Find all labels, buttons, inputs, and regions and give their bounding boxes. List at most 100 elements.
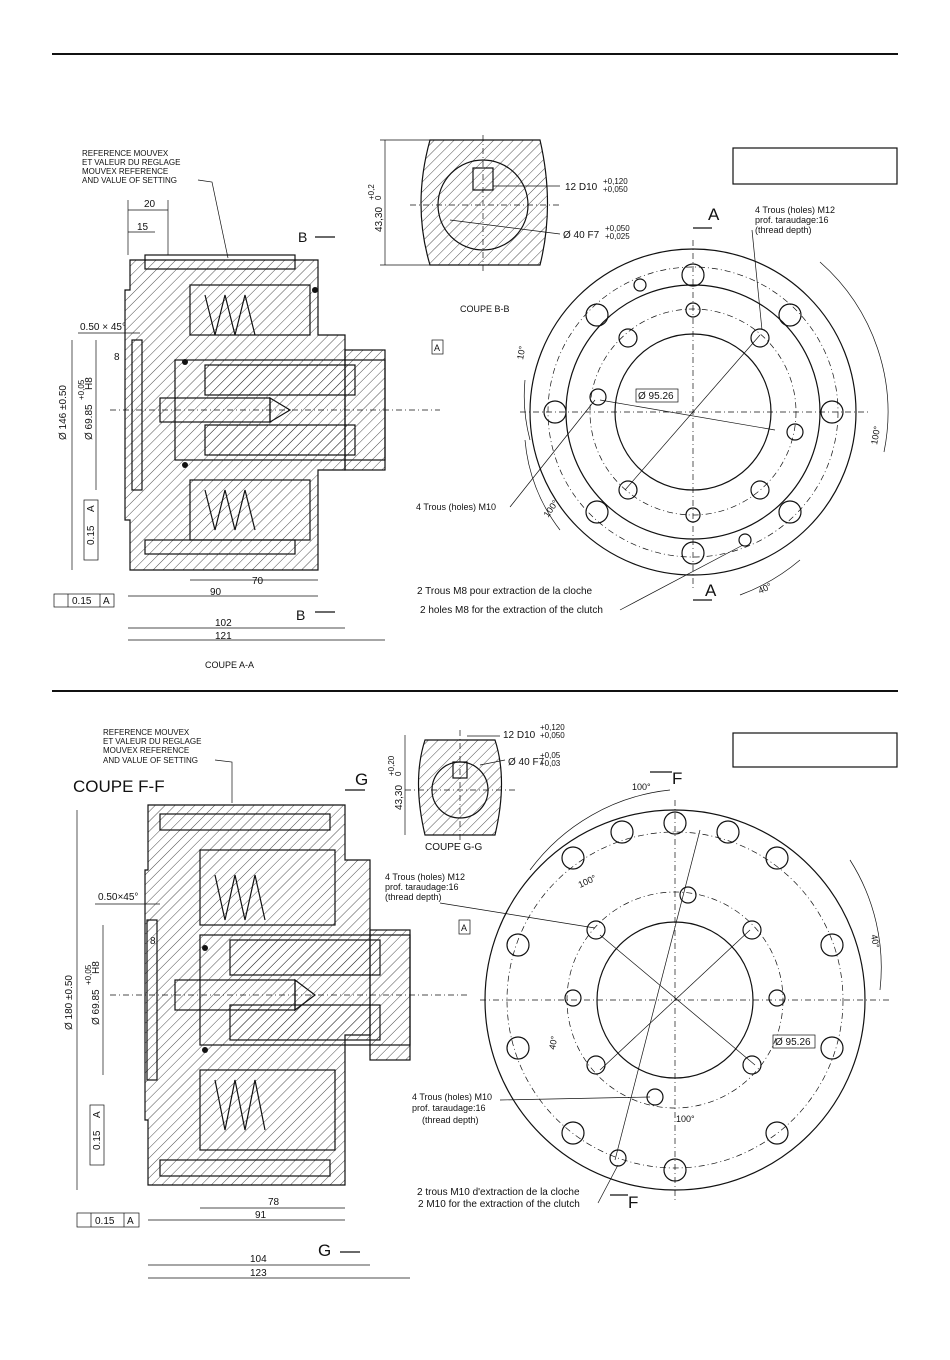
top-ref-line-3: MOUVEX REFERENCE (82, 167, 168, 176)
top-m12-line-3: (thread depth) (755, 225, 812, 235)
bottom-extraction-en: 2 M10 for the extraction of the clutch (418, 1199, 580, 1210)
bottom-datum-a: A (461, 923, 467, 933)
bottom-keyway-label: 12 D10 (503, 730, 536, 741)
bottom-dim-104: 104 (250, 1254, 267, 1265)
top-m12-line-2: prof. taraudage:16 (755, 215, 829, 225)
bottom-section-ff (110, 804, 470, 1186)
top-dim-121: 121 (215, 631, 232, 642)
bottom-angle-40a: 40° (869, 934, 881, 950)
top-outer-bolts (543, 263, 844, 565)
top-height-tol-2: 0 (374, 195, 383, 200)
top-bore-label: Ø 40 F7 (563, 230, 600, 241)
top-bore-tol-1: +0,050 (605, 224, 630, 233)
top-section-bb-title: COUPE B-B (460, 304, 510, 314)
bottom-height-label: 43,30 (394, 785, 405, 810)
bottom-angle-100a: 100° (632, 782, 651, 792)
top-keyway-tol-2: +0,050 (603, 185, 628, 194)
bottom-m10-line-1: 4 Trous (holes) M10 (412, 1092, 492, 1102)
bottom-keyway-tol-1: +0,120 (540, 723, 565, 732)
top-marker-a-upper: A (708, 205, 720, 224)
bottom-pcd-frame (772, 1034, 816, 1049)
top-ref-line-1: REFERENCE MOUVEX (82, 149, 169, 158)
top-coax-value: 0.15 (86, 525, 97, 545)
top-m12-line-1: 4 Trous (holes) M12 (755, 205, 835, 215)
top-dim-6985-tol: +0,05 (77, 379, 86, 400)
top-pcd-label: Ø 95.26 (638, 391, 674, 402)
bottom-angle-100b: 100° (577, 873, 598, 890)
bottom-dim-78: 78 (268, 1197, 280, 1208)
bottom-section-gg-title: COUPE G-G (425, 842, 482, 853)
top-height-tol-1: +0,2 (367, 184, 376, 200)
top-dim-6985: Ø 69.85 (84, 404, 95, 440)
top-angle-10: 10° (515, 345, 527, 361)
bottom-m12-line-2: prof. taraudage:16 (385, 882, 459, 892)
bottom-dim-6985-tol: +0,05 (84, 964, 93, 985)
top-section-bb (380, 135, 561, 272)
bottom-sheet: REFERENCE MOUVEX ET VALEUR DU REGLAGE MO… (64, 723, 898, 1279)
bottom-extraction-fr: 2 trous M10 d'extraction de la cloche (417, 1187, 580, 1198)
top-m10-label: 4 Trous (holes) M10 (416, 502, 496, 512)
bottom-title-box (732, 732, 898, 768)
top-front-view (520, 240, 889, 596)
bottom-m10-line-2: prof. taraudage:16 (412, 1103, 486, 1113)
top-marker-b-upper: B (298, 229, 307, 245)
bottom-keyway-tol-2: +0,050 (540, 731, 565, 740)
bottom-front-view (480, 789, 890, 1200)
top-flat-ref: A (103, 596, 110, 607)
bottom-ref-leader (214, 759, 233, 803)
top-flat-value: 0.15 (72, 596, 92, 607)
top-angle-100a: 100° (541, 498, 560, 519)
top-marker-a-lower: A (705, 581, 717, 600)
top-ref-line-4: AND VALUE OF SETTING (82, 176, 177, 185)
bottom-bore-tol-2: +0,03 (540, 759, 561, 768)
bottom-outer-bolts (506, 811, 844, 1182)
top-dim-90: 90 (210, 587, 222, 598)
bottom-coax-ref: A (92, 1111, 103, 1118)
top-spring-lower (204, 489, 256, 531)
bottom-pcd-label: Ø 95.26 (775, 1037, 811, 1048)
top-dim-20: 20 (144, 199, 156, 210)
bottom-m10-line-3: (thread depth) (422, 1115, 479, 1125)
bottom-flat-value: 0.15 (95, 1216, 115, 1227)
top-keyway-label: 12 D10 (565, 182, 598, 193)
bottom-ref-line-2: ET VALEUR DU REGLAGE (103, 737, 201, 746)
top-coax-frame (83, 499, 99, 561)
top-height-label: 43,30 (374, 207, 385, 232)
top-extraction-en: 2 holes M8 for the extraction of the clu… (420, 605, 603, 616)
bottom-spring-upper (214, 874, 266, 921)
top-datum-a: A (434, 343, 440, 353)
bottom-height-tol-1: +0,20 (387, 755, 396, 776)
bottom-marker-g-upper: G (355, 770, 368, 789)
bottom-m12-line-1: 4 Trous (holes) M12 (385, 872, 465, 882)
bottom-section-ff-title: COUPE F-F (73, 777, 165, 796)
top-bore-tol-2: +0,025 (605, 232, 630, 241)
bottom-dim-8: 8 (150, 936, 156, 947)
bottom-flat-frame (76, 1212, 140, 1228)
bottom-section-gg (404, 730, 515, 845)
top-extraction-fr: 2 Trous M8 pour extraction de la cloche (417, 586, 593, 597)
top-marker-b-lower: B (296, 607, 305, 623)
bottom-dim-fit: H8 (91, 961, 102, 974)
top-keyway-tol-1: +0,120 (603, 177, 628, 186)
bottom-bore-label: Ø 40 F7 (508, 757, 545, 768)
top-flat-frame (53, 593, 115, 608)
bottom-bore-tol-1: +0,05 (540, 751, 561, 760)
bottom-ref-line-3: MOUVEX REFERENCE (103, 746, 189, 755)
top-ref-leader (197, 179, 229, 259)
bottom-dim-123: 123 (250, 1268, 267, 1279)
top-angle-40: 40° (757, 581, 774, 596)
bottom-ref-line-4: AND VALUE OF SETTING (103, 756, 198, 765)
top-dim-70: 70 (252, 576, 264, 587)
top-dim-15: 15 (137, 222, 149, 233)
top-spring-upper (204, 294, 256, 336)
bottom-angle-100c: 100° (676, 1114, 695, 1124)
bottom-coax-frame (89, 1104, 105, 1166)
top-coax-ref: A (86, 505, 97, 512)
top-dim-chamfer: 0.50 × 45° (80, 322, 126, 333)
top-sheet: REFERENCE MOUVEX ET VALEUR DU REGLAGE MO… (53, 135, 898, 670)
bottom-dim-6985: Ø 69.85 (91, 989, 102, 1025)
top-dim-8: 8 (114, 352, 120, 363)
bottom-dim-chamfer: 0.50×45° (98, 892, 138, 903)
bottom-ref-line-1: REFERENCE MOUVEX (103, 728, 190, 737)
top-section-aa-title: COUPE A-A (205, 660, 254, 670)
